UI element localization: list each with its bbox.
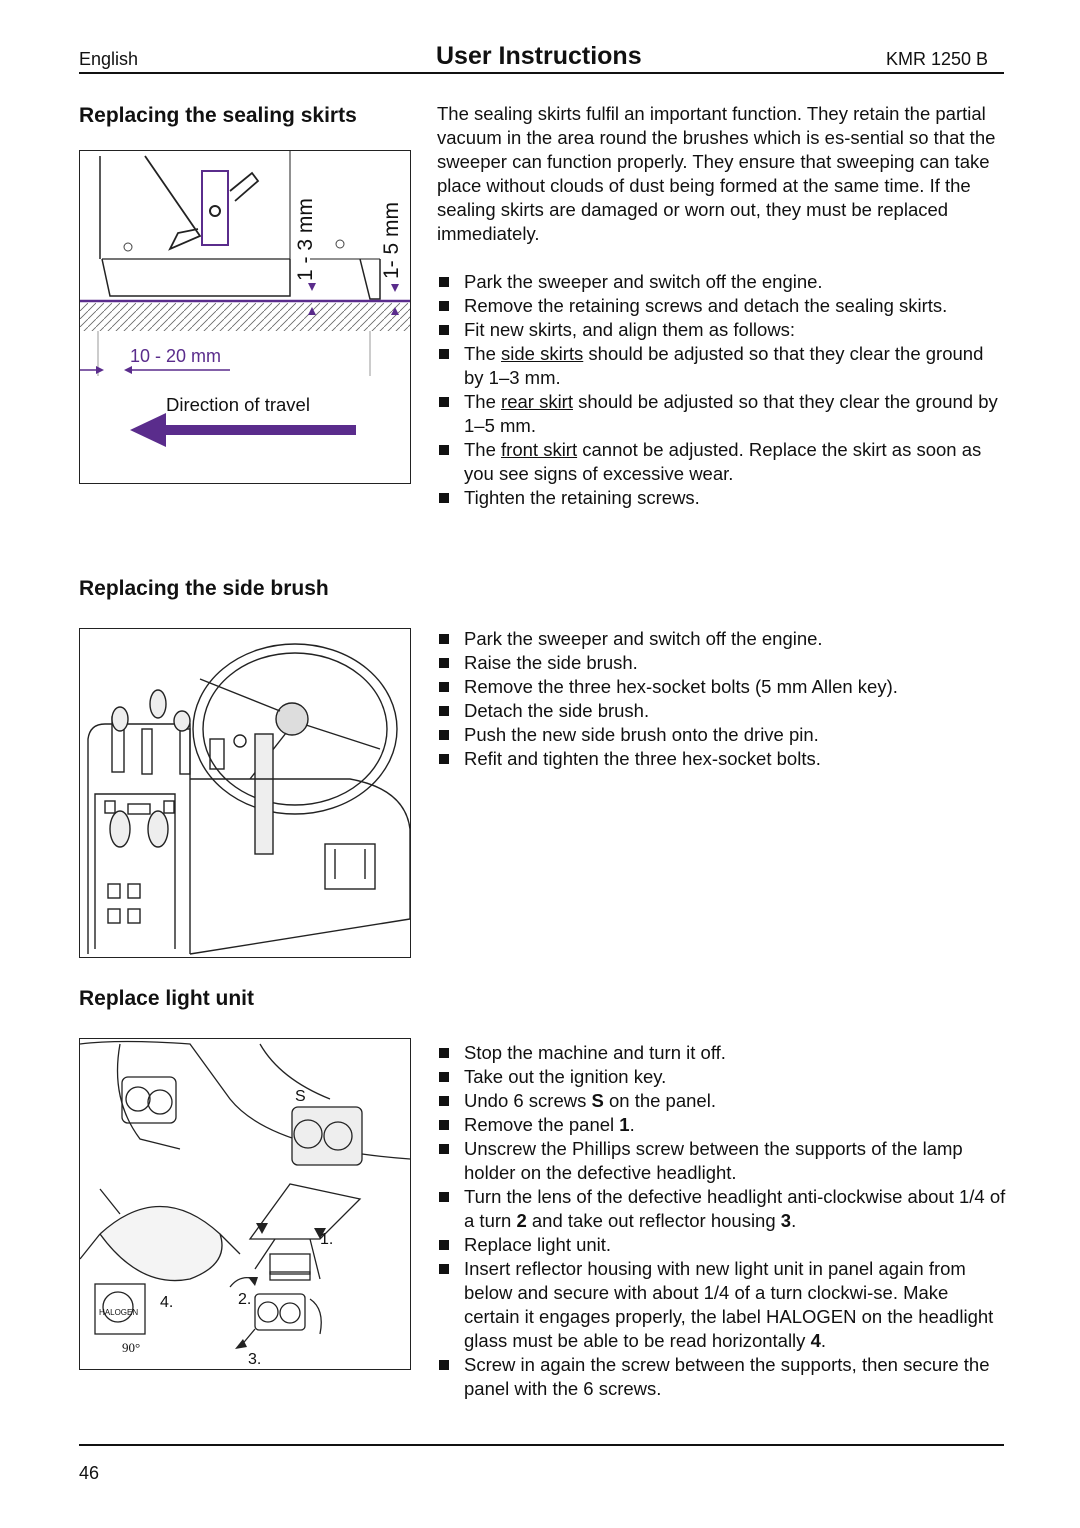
label-rear-clearance: 1- 5 mm — [380, 202, 403, 279]
list-item: Remove the retaining screws and detach t… — [437, 294, 1007, 318]
header-model: KMR 1250 B — [886, 49, 989, 69]
list-item: Push the new side brush onto the drive p… — [437, 723, 1007, 747]
label-lens-2: 2. — [238, 1291, 251, 1308]
list-item: Tighten the retaining screws. — [437, 486, 1007, 510]
list-item: Refit and tighten the three hex-socket b… — [437, 747, 1007, 771]
list-item: Undo 6 screws S on the panel. — [437, 1089, 1007, 1113]
footer-rule — [79, 1444, 1004, 1446]
label-screw-s: S — [295, 1088, 306, 1105]
side-skirt-note: The side skirts should be adjusted so th… — [437, 342, 1007, 390]
light-unit-diagram: S 1. 2. 3. 4. HALOGEN 90° — [79, 1040, 411, 1368]
sealing-skirts-diagram: 1 - 3 mm 1- 5 mm 10 - 20 mm Direction of… — [80, 151, 410, 447]
figure-side-brush — [79, 628, 411, 958]
list-item: Remove the panel 1. — [437, 1113, 1007, 1137]
list-item: Turn the lens of the defective headlight… — [437, 1185, 1007, 1233]
list-item: Detach the side brush. — [437, 699, 1007, 723]
list-item: Stop the machine and turn it off. — [437, 1041, 1007, 1065]
label-overlap: 10 - 20 mm — [130, 346, 221, 366]
list-item: Replace light unit. — [437, 1233, 1007, 1257]
figure-light-unit: S 1. 2. 3. 4. HALOGEN 90° — [79, 1038, 411, 1370]
direction-arrow-icon — [130, 413, 166, 447]
front-skirt-note: The front skirt cannot be adjusted. Repl… — [437, 438, 1007, 486]
header-rule — [79, 72, 1004, 74]
label-panel-1: 1. — [320, 1231, 333, 1248]
rear-skirt-note: The rear skirt should be adjusted so tha… — [437, 390, 1007, 438]
list-item: Remove the three hex-socket bolts (5 mm … — [437, 675, 1007, 699]
list-item: Take out the ignition key. — [437, 1065, 1007, 1089]
sealing-intro: The sealing skirts fulfil an important f… — [437, 103, 996, 244]
list-item: Park the sweeper and switch off the engi… — [437, 627, 1007, 651]
heading-sealing-skirts: Replacing the sealing skirts — [79, 104, 357, 127]
label-side-clearance: 1 - 3 mm — [294, 198, 317, 281]
sealing-steps-list: Park the sweeper and switch off the engi… — [437, 270, 1007, 510]
list-item: Raise the side brush. — [437, 651, 1007, 675]
label-halogen-4: 4. — [160, 1294, 173, 1311]
control-panel-diagram — [87, 643, 411, 955]
label-angle: 90° — [122, 1340, 140, 1355]
list-item: Unscrew the Phillips screw between the s… — [437, 1137, 1007, 1185]
label-halogen: HALOGEN — [99, 1308, 138, 1317]
label-direction: Direction of travel — [166, 394, 310, 415]
list-item: Insert reflector housing with new light … — [437, 1257, 1007, 1353]
heading-side-brush: Replacing the side brush — [79, 577, 329, 600]
light-unit-steps-list: Stop the machine and turn it off. Take o… — [437, 1041, 1007, 1401]
figure-sealing-skirts: 1 - 3 mm 1- 5 mm 10 - 20 mm Direction of… — [79, 150, 411, 484]
side-brush-steps-list: Park the sweeper and switch off the engi… — [437, 627, 1007, 771]
list-item: Screw in again the screw between the sup… — [437, 1353, 1007, 1401]
list-item: Park the sweeper and switch off the engi… — [437, 270, 1007, 294]
label-housing-3: 3. — [248, 1351, 261, 1368]
heading-light-unit: Replace light unit — [79, 987, 255, 1010]
list-item: Fit new skirts, and align them as follow… — [437, 318, 1007, 342]
page-number: 46 — [79, 1463, 100, 1483]
header-language: English — [79, 49, 139, 69]
page-title: User Instructions — [436, 42, 642, 70]
